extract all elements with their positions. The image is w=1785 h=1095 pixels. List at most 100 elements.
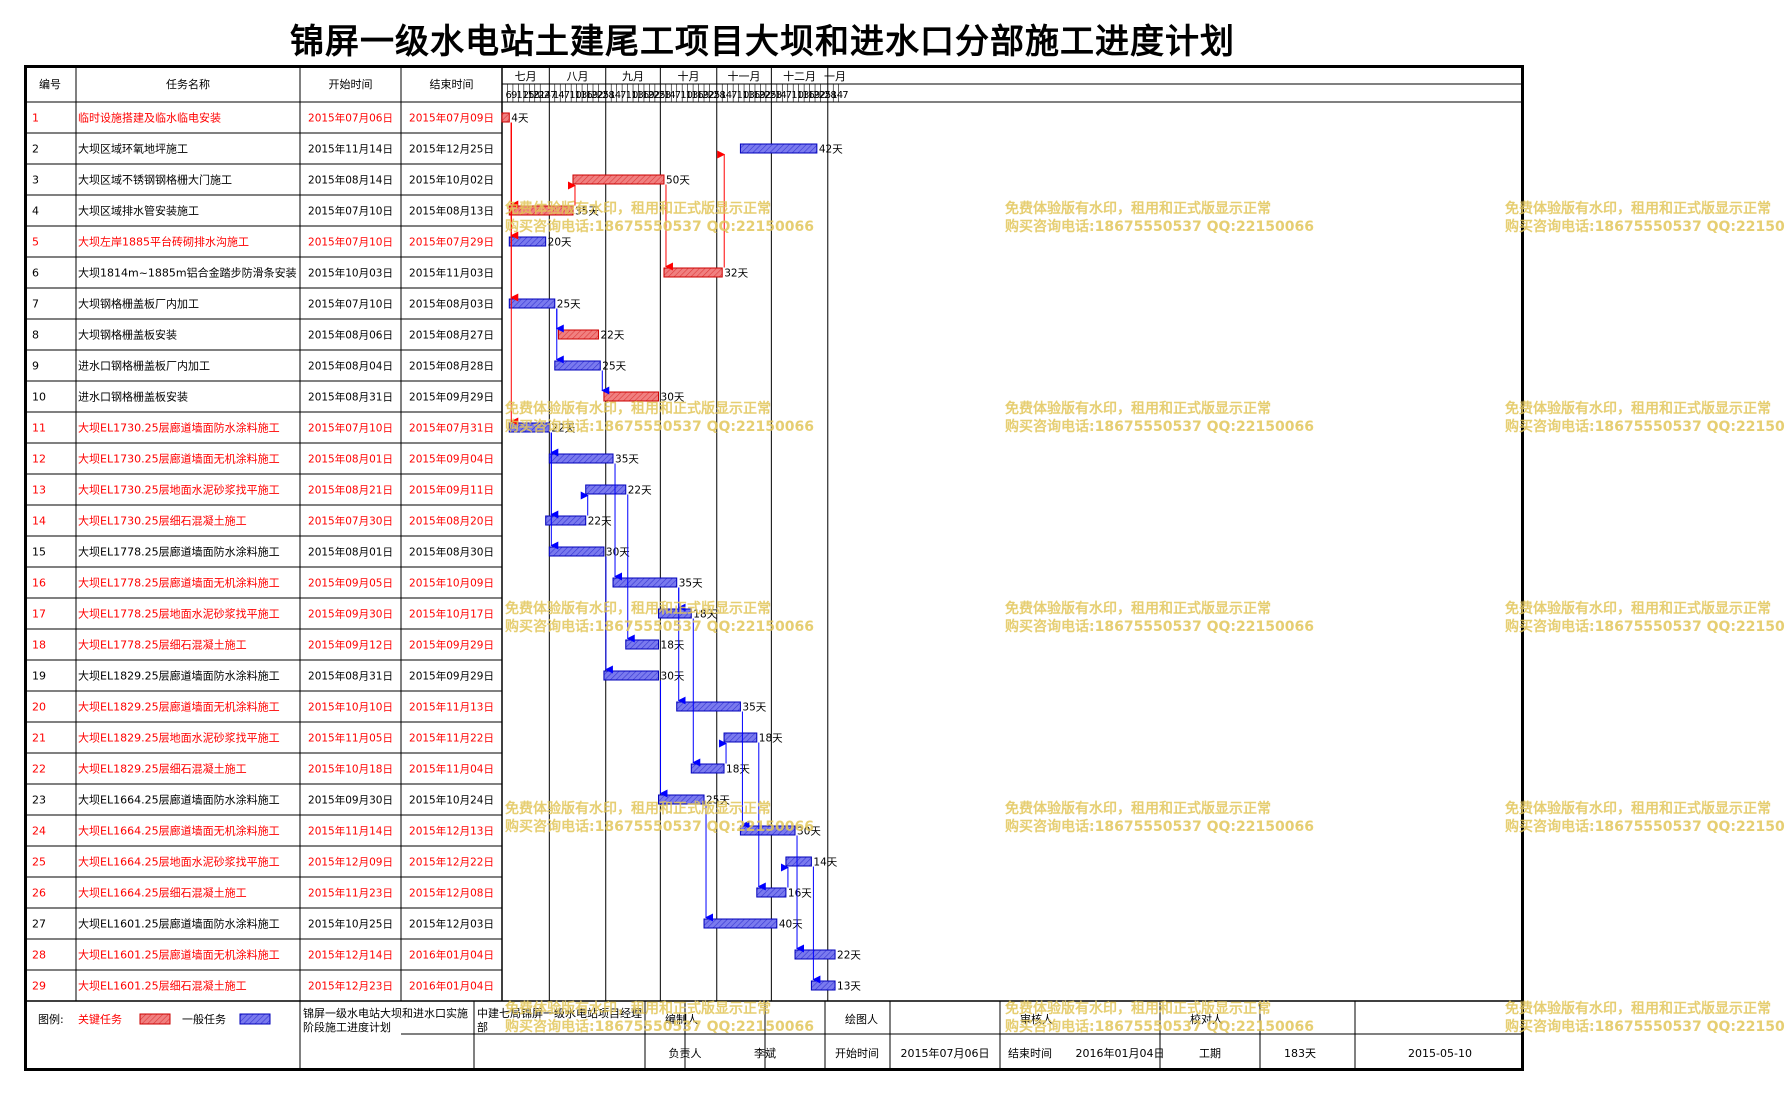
task-end: 2015年07月09日 <box>409 112 494 125</box>
task-name: 大坝EL1664.25层廊道墙面防水涂料施工 <box>78 793 280 807</box>
task-id: 11 <box>32 422 46 435</box>
month-label: 一月 <box>824 70 846 83</box>
task-duration-label: 20天 <box>548 237 572 249</box>
task-start: 2015年11月23日 <box>308 887 393 900</box>
task-name: 大坝钢格栅盖板安装 <box>78 328 177 342</box>
month-label: 十月 <box>678 69 700 83</box>
task-duration-label: 50天 <box>666 175 690 187</box>
task-end: 2015年10月09日 <box>409 577 494 590</box>
day-tick-label: 22 <box>758 90 771 101</box>
month-label: 八月 <box>567 70 589 83</box>
task-bar-14 <box>545 515 587 526</box>
task-start: 2015年08月21日 <box>308 484 393 497</box>
task-bar-28 <box>794 949 836 960</box>
task-duration-label: 4天 <box>511 113 529 125</box>
day-tick-label: 19 <box>642 90 655 101</box>
day-tick-label: 13 <box>575 90 588 101</box>
day-tick-label: 13 <box>686 90 699 101</box>
day-tick-label: 22 <box>591 90 604 101</box>
task-start: 2015年12月09日 <box>308 856 393 869</box>
task-name: 大坝EL1664.25层地面水泥砂浆找平施工 <box>78 855 280 869</box>
task-end: 2015年08月28日 <box>409 360 494 373</box>
task-bar-18 <box>625 639 660 650</box>
task-id: 18 <box>32 639 46 652</box>
task-duration-label: 25天 <box>602 361 626 373</box>
task-start: 2015年10月25日 <box>308 918 393 931</box>
task-id: 19 <box>32 670 46 683</box>
task-bar-22 <box>690 763 725 774</box>
task-bar-24 <box>739 825 796 836</box>
footer-project-desc: 锦屏一级水电站大坝和进水口实施阶段施工进度计划 <box>303 1006 468 1034</box>
task-id: 25 <box>32 856 46 869</box>
day-tick-label: 25 <box>653 90 666 101</box>
task-bar-16 <box>612 577 678 588</box>
task-end: 2015年11月04日 <box>409 763 494 776</box>
day-tick-label: 9 <box>511 90 517 101</box>
task-name: 大坝钢格栅盖板厂内加工 <box>78 297 199 311</box>
task-start: 2015年10月03日 <box>308 267 393 280</box>
task-id: 22 <box>32 763 46 776</box>
task-name: 大坝EL1730.25层廊道墙面无机涂料施工 <box>78 452 280 466</box>
task-start: 2015年10月18日 <box>308 763 393 776</box>
task-start: 2015年08月06日 <box>308 329 393 342</box>
footer-drawn-by-label: 绘图人 <box>845 1012 878 1026</box>
footer-duration-label: 工期 <box>1199 1047 1221 1060</box>
task-id: 8 <box>32 329 39 342</box>
footer-checker-label: 校对人 <box>1190 1012 1223 1026</box>
day-tick-label: 1 <box>609 90 615 101</box>
task-name: 大坝EL1778.25层地面水泥砂浆找平施工 <box>78 607 280 621</box>
month-label: 九月 <box>622 70 644 83</box>
task-duration-label: 18天 <box>693 609 717 621</box>
task-duration-label: 14天 <box>813 857 837 869</box>
task-duration-label: 25天 <box>706 795 730 807</box>
task-name: 大坝EL1601.25层细石混凝土施工 <box>78 979 247 993</box>
task-duration-label: 18天 <box>726 764 750 776</box>
task-id: 7 <box>32 298 39 311</box>
task-bar-29 <box>810 980 836 991</box>
task-duration-label: 18天 <box>661 640 685 652</box>
day-tick-label: 21 <box>533 90 546 101</box>
day-tick-label: 13 <box>631 90 644 101</box>
task-name: 大坝EL1601.25层廊道墙面防水涂料施工 <box>78 917 280 931</box>
task-name: 临时设施搭建及临水临电安装 <box>78 111 221 125</box>
task-id: 26 <box>32 887 46 900</box>
legend-normal-swatch <box>239 1013 271 1025</box>
day-tick-label: 28 <box>658 90 671 101</box>
task-bar-9 <box>554 360 601 371</box>
task-bar-1 <box>501 112 510 123</box>
task-start: 2015年08月04日 <box>308 360 393 373</box>
task-id: 1 <box>32 112 39 125</box>
task-name: 大坝EL1601.25层廊道墙面无机涂料施工 <box>78 948 280 962</box>
task-duration-label: 42天 <box>819 144 843 156</box>
task-id: 24 <box>32 825 46 838</box>
day-tick-label: 10 <box>791 90 804 101</box>
task-duration-label: 35天 <box>679 578 703 590</box>
task-id: 15 <box>32 546 46 559</box>
day-tick-label: 16 <box>691 90 704 101</box>
day-tick-label: 16 <box>637 90 650 101</box>
task-name: 大坝EL1664.25层细石混凝土施工 <box>78 886 247 900</box>
day-tick-label: 7 <box>786 90 792 101</box>
task-start: 2015年07月10日 <box>308 205 393 218</box>
task-name: 大坝EL1730.25层细石混凝土施工 <box>78 514 247 528</box>
task-duration-label: 13天 <box>837 981 861 993</box>
day-tick-label: 10 <box>737 90 750 101</box>
task-duration-label: 16天 <box>788 888 812 900</box>
footer-project-desc-line: 阶段施工进度计划 <box>303 1020 391 1034</box>
task-id: 14 <box>32 515 46 528</box>
day-tick-label: 1 <box>553 90 559 101</box>
task-start: 2015年11月14日 <box>308 143 393 156</box>
day-tick-label: 10 <box>626 90 639 101</box>
task-end: 2015年08月30日 <box>409 546 494 559</box>
task-bar-27 <box>703 918 778 929</box>
task-duration-label: 22天 <box>628 485 652 497</box>
day-tick-label: 19 <box>586 90 599 101</box>
day-tick-label: 24 <box>538 90 551 101</box>
footer-duration-value: 183天 <box>1284 1047 1316 1060</box>
task-start: 2015年08月31日 <box>308 391 393 404</box>
month-label: 七月 <box>515 70 537 83</box>
day-tick-label: 10 <box>680 90 693 101</box>
task-start: 2015年07月30日 <box>308 515 393 528</box>
day-tick-label: 25 <box>708 90 721 101</box>
task-bar-5 <box>508 236 547 247</box>
